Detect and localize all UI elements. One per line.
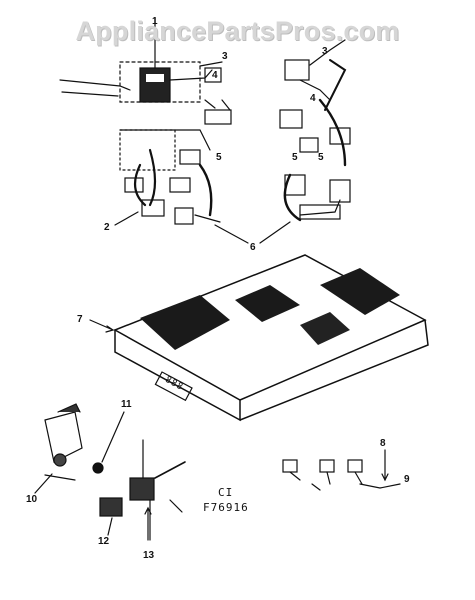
callout-6: 6 bbox=[250, 242, 256, 253]
callout-10: 10 bbox=[26, 494, 38, 505]
lower-parts bbox=[34, 403, 186, 541]
callout-4: 4 bbox=[212, 70, 218, 81]
callout-1: 1 bbox=[152, 16, 158, 27]
drawing-number: F76916 bbox=[203, 501, 249, 514]
panel-code: CI bbox=[218, 486, 234, 499]
callout-9: 9 bbox=[404, 474, 410, 485]
callout-13: 13 bbox=[143, 550, 155, 561]
harness-right bbox=[214, 39, 351, 244]
callout-3: 3 bbox=[222, 51, 228, 62]
callout-7: 7 bbox=[77, 314, 83, 325]
callout-5-right: 5 bbox=[318, 152, 324, 163]
connectors bbox=[282, 449, 401, 491]
callout-5: 5 bbox=[216, 152, 222, 163]
callout-2: 2 bbox=[104, 222, 110, 233]
callout-8: 8 bbox=[380, 438, 386, 449]
callout-5-mid: 5 bbox=[292, 152, 298, 163]
callout-12: 12 bbox=[98, 536, 110, 547]
callout-3-right: 3 bbox=[322, 46, 328, 57]
harness-left bbox=[59, 17, 232, 226]
callout-11: 11 bbox=[121, 399, 132, 410]
callout-4-right: 4 bbox=[310, 93, 316, 104]
control-panel bbox=[89, 254, 429, 422]
